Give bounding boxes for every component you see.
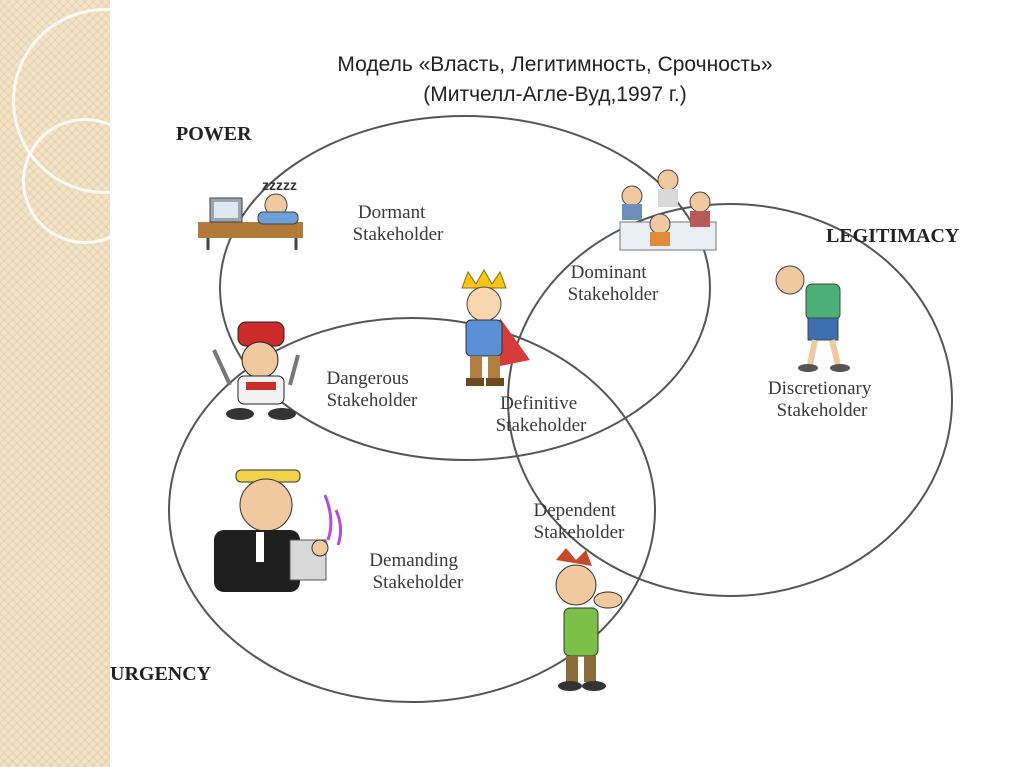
dangerous-label-line1: Dangerous [326,368,408,389]
dominant-illustration [619,169,717,251]
discretionary-label-line2: Stakeholder [777,400,868,421]
dependent-illustration [555,548,623,691]
title-line-1: Модель «Власть, Легитимность, Срочность» [337,53,773,76]
discretionary-label: Discretionary Stakeholder [768,378,876,421]
discretionary-illustration [775,265,850,372]
svg-text:zzzzz: zzzzz [262,177,297,193]
dominant-label: Dominant Stakeholder [568,262,659,305]
dormant-illustration: zzzzz [198,177,303,250]
urgency-label: URGENCY [110,663,212,685]
dominant-label-line2: Stakeholder [568,284,659,305]
discretionary-label-line1: Discretionary [768,378,872,399]
demanding-illustration [214,469,343,592]
legitimacy-label: LEGITIMACY [826,225,960,247]
dependent-label-line2: Stakeholder [534,522,625,543]
demanding-label-line2: Stakeholder [373,572,464,593]
dependent-label: Dependent Stakeholder [533,500,625,543]
dormant-label-line2: Stakeholder [353,224,444,245]
demanding-label: Demanding Stakeholder [369,550,464,593]
power-label: POWER [176,123,252,145]
dominant-label-line1: Dominant [571,262,648,283]
definitive-label: Definitive Stakeholder [496,393,587,436]
definitive-label-line1: Definitive [500,393,577,414]
title-line-2: (Митчелл-Агле-Вуд,1997 г.) [423,83,687,106]
decorative-ring-small [22,118,148,244]
definitive-illustration [461,268,530,386]
slide-title: Модель «Власть, Легитимность, Срочность»… [190,50,920,110]
urgency-circle [168,317,656,703]
dormant-label-line1: Dormant [358,202,426,223]
dangerous-illustration [212,321,300,420]
dangerous-label-line2: Stakeholder [327,390,418,411]
dormant-label: Dormant Stakeholder [353,202,444,245]
definitive-label-line2: Stakeholder [496,415,587,436]
demanding-label-line1: Demanding [369,550,458,571]
power-circle [219,115,711,461]
dangerous-label: Dangerous Stakeholder [326,368,418,411]
legitimacy-circle [507,203,953,597]
dependent-label-line1: Dependent [533,500,616,521]
